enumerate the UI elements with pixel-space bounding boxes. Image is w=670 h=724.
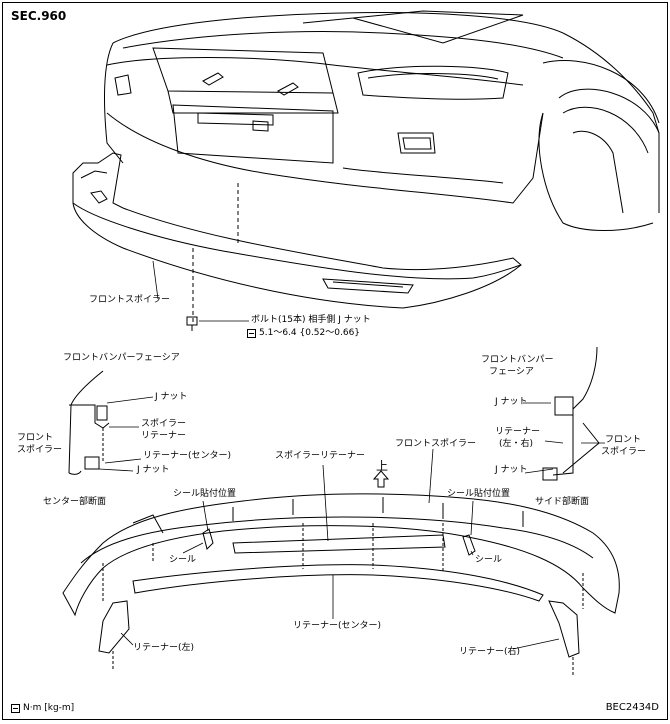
section-number: SEC.960 xyxy=(11,9,67,23)
up-arrow-icon xyxy=(372,470,390,488)
front-spoiler-part xyxy=(72,152,522,309)
label-seal-left: シール xyxy=(169,555,197,565)
label-bolt: ボルト(15本) 相手側 J ナット xyxy=(251,315,371,325)
center-section-detail xyxy=(68,370,110,475)
label-center-section: センター部断面 xyxy=(43,497,107,507)
up-mark: 上 xyxy=(376,459,389,473)
label-center-front-spoiler-1: フロント xyxy=(17,433,54,443)
legend: N·m [kg-m] xyxy=(11,703,74,713)
label-torque-spec: 5.1～6.4 {0.52～0.66} xyxy=(247,328,360,339)
label-side-bumper-fascia-2: フェーシア xyxy=(489,367,534,377)
label-center-j-nut: J ナット xyxy=(155,392,188,402)
label-retainer-lr-2: (左・右) xyxy=(499,439,534,449)
label-center-j-nut-2: J ナット xyxy=(137,465,170,475)
label-side-section: サイド部断面 xyxy=(535,497,590,507)
figure-code: BEC2434D xyxy=(605,702,659,713)
torque-value: 5.1～6.4 {0.52～0.66} xyxy=(259,328,361,338)
label-retainer-right: リテーナー(右) xyxy=(459,647,521,657)
label-spoiler-retainer-2: リテーナー xyxy=(141,431,187,441)
label-side-front-1: フロント xyxy=(605,435,642,445)
label-seal-position-right: シール貼付位置 xyxy=(447,489,511,499)
label-center-bumper-fascia: フロントバンパーフェーシア xyxy=(63,353,180,363)
label-seal-right: シール xyxy=(475,555,503,565)
bolt-icon xyxy=(186,316,198,331)
label-side-j-nut: J ナット xyxy=(495,397,528,407)
label-front-spoiler: フロントスポイラー xyxy=(89,295,171,305)
label-spoiler-retainer: スポイラーリテーナー xyxy=(275,451,366,461)
exploded-view-drawing xyxy=(62,10,660,675)
torque-wrench-icon xyxy=(247,329,256,338)
label-spoiler-retainer-1: スポイラー xyxy=(141,419,187,429)
label-retainer-left: リテーナー(左) xyxy=(133,643,195,653)
label-side-j-nut-2: J ナット xyxy=(495,465,528,475)
spoiler-assembly-exploded xyxy=(62,493,620,675)
legend-text: N·m [kg-m] xyxy=(23,703,75,713)
label-side-bumper-fascia-1: フロントバンパー xyxy=(481,355,554,365)
label-center-front-spoiler-2: スポイラー xyxy=(17,445,63,455)
label-front-spoiler-main: フロントスポイラー xyxy=(395,439,477,449)
label-seal-position-left: シール貼付位置 xyxy=(173,489,237,499)
label-retainer-center: リテーナー(センター) xyxy=(293,621,382,631)
side-section-detail xyxy=(542,346,600,481)
torque-wrench-icon xyxy=(11,703,20,713)
label-retainer-center-paren: リテーナー(センター) xyxy=(143,451,232,461)
car-front-illustration xyxy=(104,10,660,231)
label-side-front-2: スポイラー xyxy=(601,447,647,457)
label-retainer-lr: リテーナー xyxy=(495,427,541,437)
